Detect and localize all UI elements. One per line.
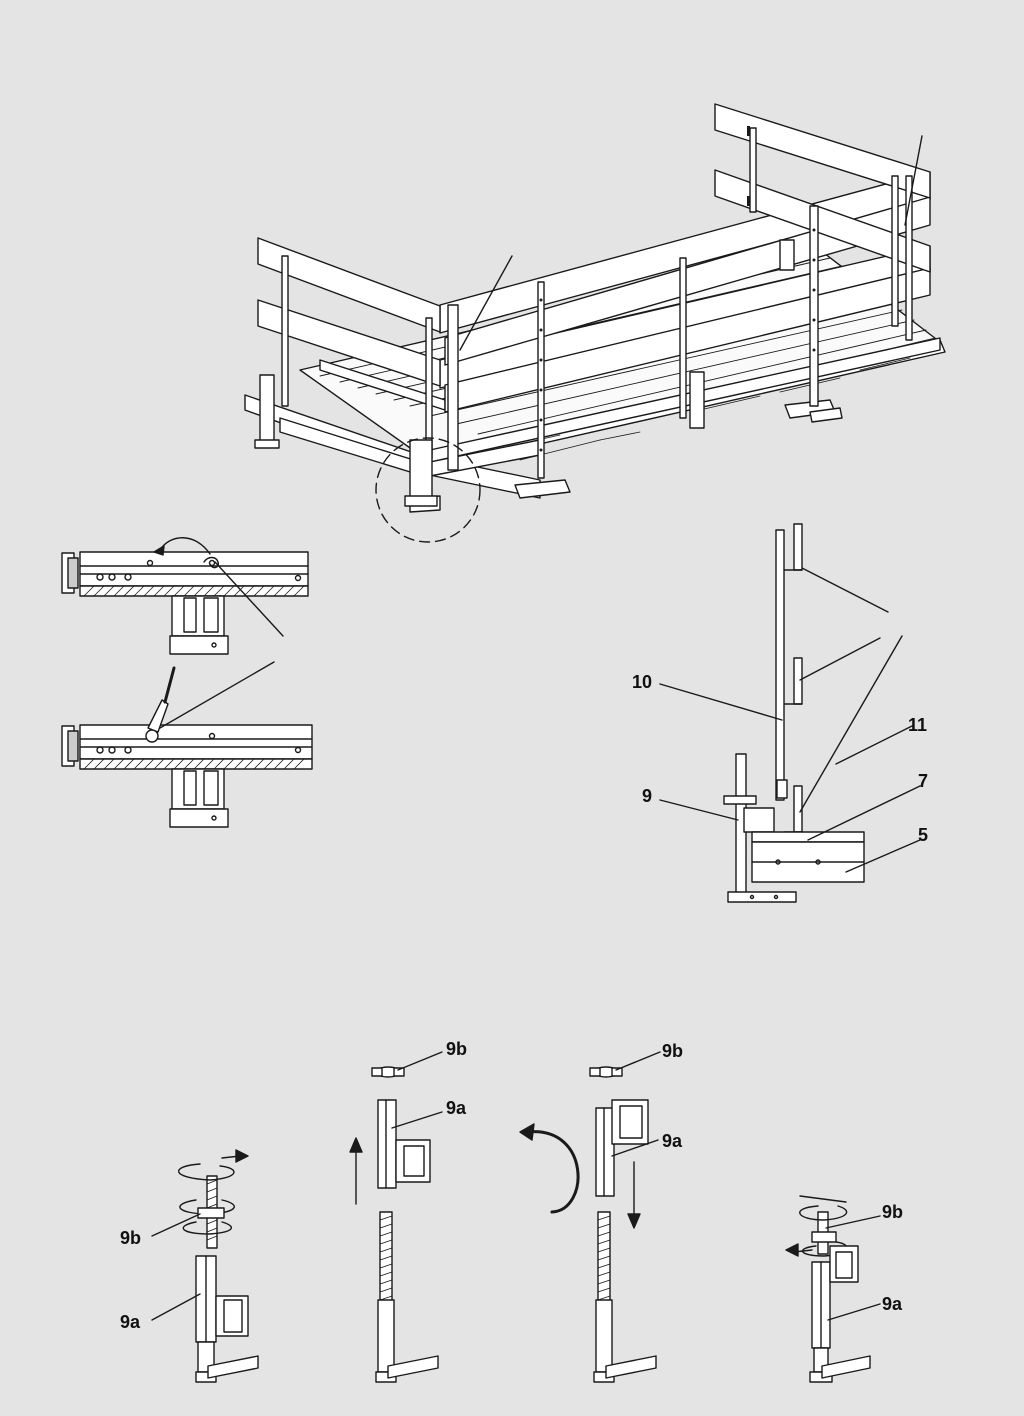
step1-jack-assembled — [151, 1149, 259, 1383]
scaffold-platform-isometric — [244, 103, 946, 543]
beam-detail-lower — [61, 661, 313, 828]
callout-5: 5 — [918, 825, 929, 845]
step2-callout-9b: 9b — [446, 1039, 468, 1059]
callout-9: 9 — [642, 786, 653, 806]
side-elevation-detail — [659, 523, 921, 903]
callout-11: 11 — [908, 715, 928, 735]
step3-callout-9b: 9b — [662, 1041, 684, 1061]
callout-10: 10 — [632, 672, 653, 692]
step4-tighten-nut — [785, 1195, 881, 1383]
callout-7: 7 — [918, 771, 929, 791]
beam-detail-upper — [61, 537, 309, 655]
step4-callout-9b: 9b — [882, 1202, 904, 1222]
step2-lift-sleeve — [349, 1051, 443, 1383]
step3-rotate-sleeve — [519, 1051, 661, 1383]
step3-callout-9a: 9a — [662, 1131, 683, 1151]
step4-callout-9a: 9a — [882, 1294, 903, 1314]
step1-callout-9b: 9b — [120, 1228, 142, 1248]
step2-callout-9a: 9a — [446, 1098, 467, 1118]
step1-callout-9a: 9a — [120, 1312, 141, 1332]
